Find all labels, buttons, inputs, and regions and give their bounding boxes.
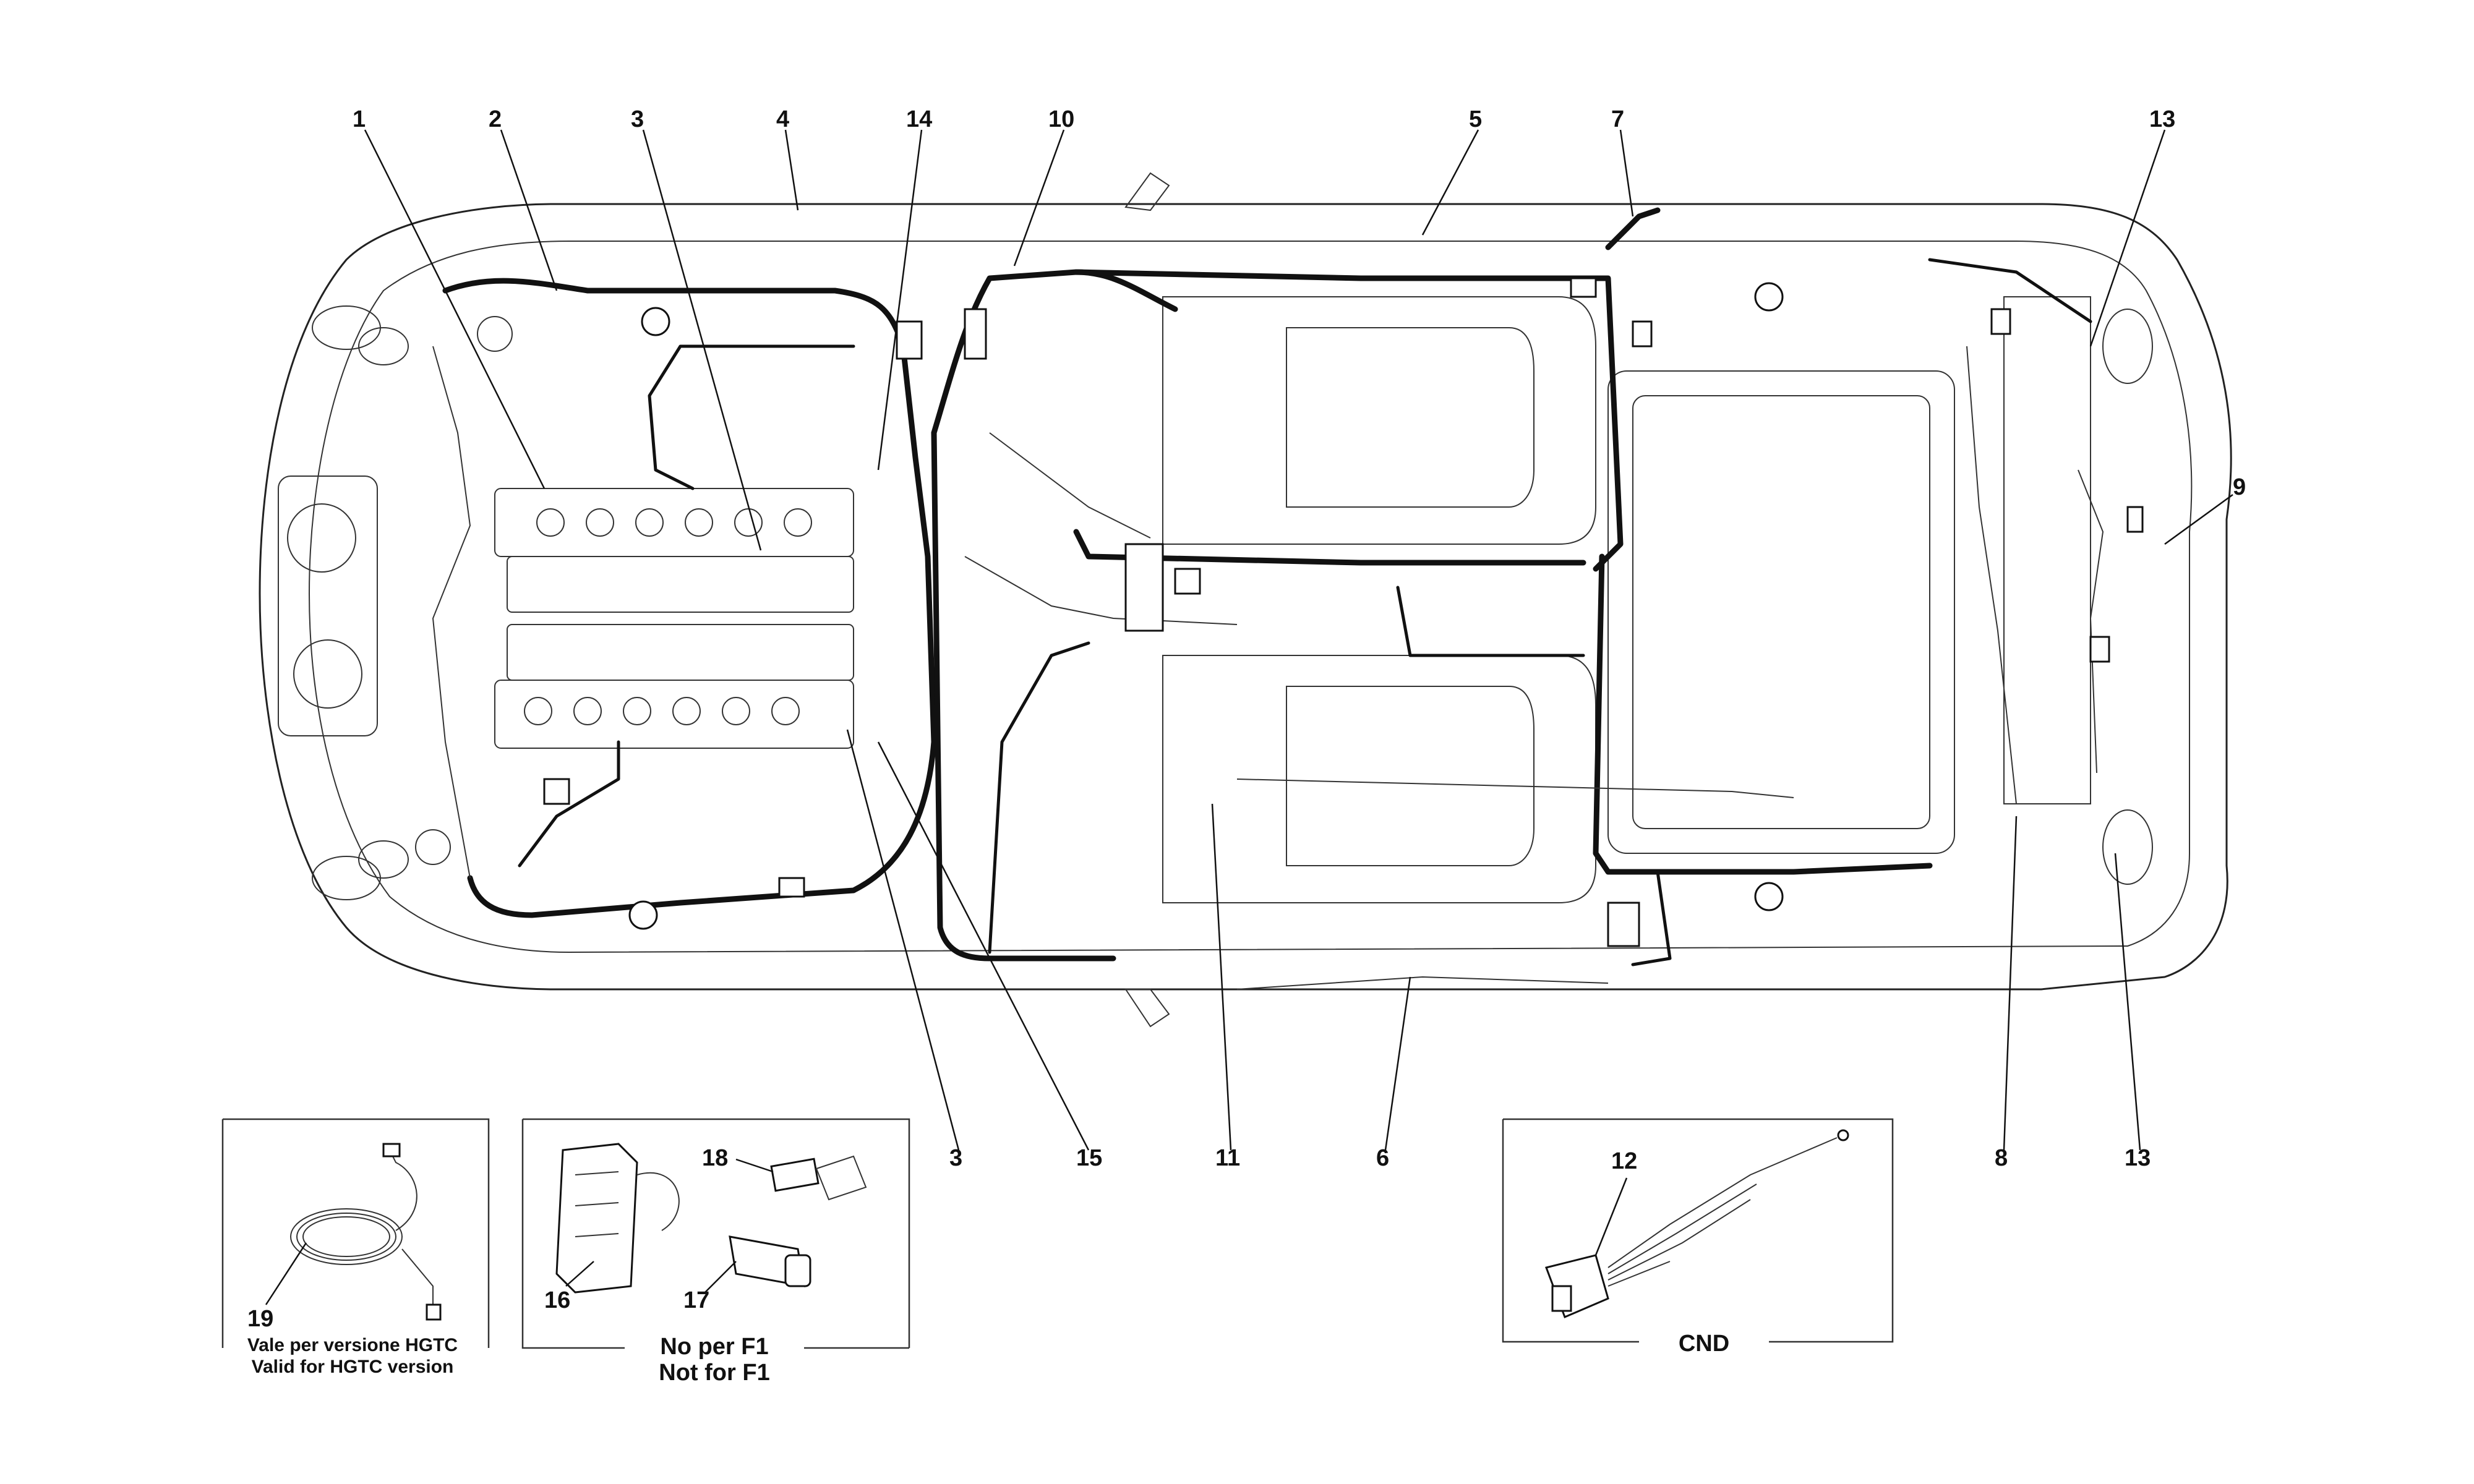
callout-3-top: 3 — [631, 106, 644, 132]
cable-coil-19 — [290, 1143, 442, 1321]
callout-19: 19 — [247, 1306, 273, 1332]
connector-17 — [729, 1235, 811, 1287]
cylinders-upper — [536, 508, 812, 537]
engine — [494, 488, 854, 749]
callout-17: 17 — [683, 1287, 709, 1313]
no-f1-caption-it: No per F1 — [660, 1334, 768, 1360]
callout-14: 14 — [906, 106, 932, 132]
callout-8: 8 — [1995, 1145, 2008, 1171]
cnd-caption: CND — [1679, 1331, 1729, 1357]
callout-10: 10 — [1048, 106, 1074, 132]
callout-7: 7 — [1611, 106, 1624, 132]
hgtc-caption-it: Vale per versione HGTC — [247, 1335, 458, 1355]
callout-11: 11 — [1215, 1145, 1240, 1171]
callout-5: 5 — [1469, 106, 1482, 132]
callout-1: 1 — [353, 106, 366, 132]
callout-18: 18 — [702, 1145, 728, 1171]
callout-12: 12 — [1611, 1148, 1637, 1174]
inset-no-f1: 18 16 17 No per F1 Not for F1 — [521, 1118, 910, 1386]
secondary-wiring — [432, 346, 2104, 990]
no-f1-caption-en: Not for F1 — [659, 1360, 769, 1386]
connector-18 — [770, 1155, 867, 1201]
callout-6: 6 — [1376, 1145, 1389, 1171]
connectors — [543, 277, 2144, 947]
callout-13-bottom: 13 — [2125, 1145, 2151, 1171]
callout-9: 9 — [2233, 474, 2246, 500]
seats — [1162, 296, 1596, 903]
connector-12 — [1545, 1129, 1849, 1318]
main-harness — [442, 207, 2092, 966]
connector-16 — [555, 1143, 680, 1294]
callout-4: 4 — [776, 106, 789, 132]
callout-16: 16 — [544, 1287, 570, 1313]
callout-13-top: 13 — [2149, 106, 2175, 132]
hgtc-caption-en: Valid for HGTC version — [252, 1357, 454, 1377]
inset-cnd: 12 CND — [1502, 1118, 1894, 1357]
front-section — [278, 305, 513, 900]
callout-2: 2 — [489, 106, 502, 132]
callout-15: 15 — [1076, 1145, 1102, 1171]
inset-hgtc: 19 Vale per versione HGTC Valid for HGTC… — [221, 1118, 490, 1377]
rear-section — [1607, 296, 2153, 885]
callout-3-bottom: 3 — [949, 1145, 962, 1171]
callouts: 1 2 3 4 14 10 5 7 13 9 3 15 11 6 8 13 — [353, 106, 2246, 1171]
cylinders-lower — [524, 697, 800, 725]
car-body-outline — [259, 172, 2232, 1028]
